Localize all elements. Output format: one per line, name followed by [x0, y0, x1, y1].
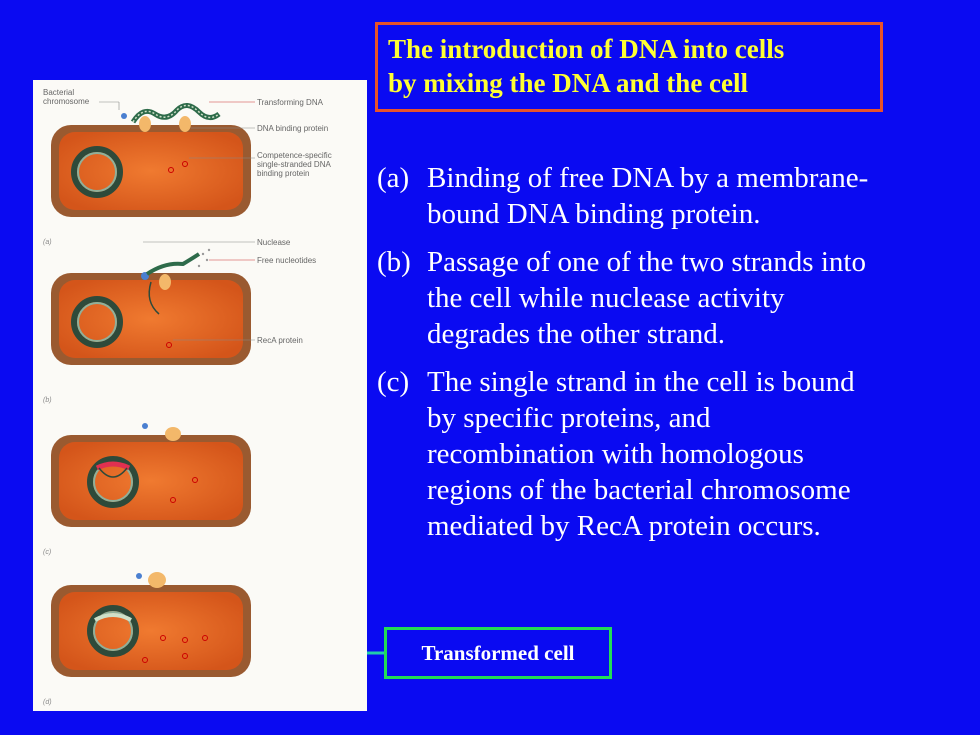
protein-c	[165, 427, 181, 441]
point-c-line-2: by specific proteins, and	[427, 402, 711, 434]
label-competence-2: single-stranded DNA	[257, 160, 331, 169]
bacterial-marker-d	[136, 573, 142, 579]
cell-c	[59, 442, 243, 520]
point-a: (a) Binding of free DNA by a membrane- b…	[377, 160, 937, 232]
chromosome-a-inner	[77, 152, 117, 192]
label-competence-1: Competence-specific	[257, 151, 332, 160]
cell-a	[59, 132, 243, 210]
label-free-nucleotides: Free nucleotides	[257, 256, 316, 265]
point-b-line-1: Passage of one of the two strands into	[427, 246, 866, 278]
title-line-1: The introduction of DNA into cells	[388, 34, 785, 64]
point-c: (c) The single strand in the cell is bou…	[377, 364, 937, 544]
point-c-line-5: mediated by RecA protein occurs.	[427, 510, 821, 542]
panel-d: (d)	[43, 572, 251, 706]
label-bacterial-1: Bacterial	[43, 88, 74, 97]
point-b-line-2: the cell while nuclease activity	[427, 282, 785, 314]
panel-label-c: (c)	[43, 549, 51, 556]
point-a-line-2: bound DNA binding protein.	[427, 198, 761, 230]
label-reca-protein: RecA protein	[257, 336, 303, 345]
point-c-line-4: regions of the bacterial chromosome	[427, 474, 851, 506]
point-c-label: (c)	[377, 366, 410, 398]
description-points: (a) Binding of free DNA by a membrane- b…	[377, 160, 937, 556]
chromosome-c	[87, 456, 139, 508]
point-a-line-1: Binding of free DNA by a membrane-	[427, 162, 869, 194]
nuclease-b	[159, 274, 171, 290]
chromosome-d	[87, 605, 139, 657]
point-c-line-3: recombination with homologous	[427, 438, 804, 470]
transformed-cell-box: Transformed cell	[384, 627, 612, 679]
label-nuclease: Nuclease	[257, 238, 291, 247]
protein-dot-a2	[168, 167, 174, 173]
label-transforming-dna: Transforming DNA	[257, 98, 324, 107]
panel-label-a: (a)	[43, 239, 52, 246]
chromosome-a	[71, 146, 123, 198]
chromosome-b-inner	[77, 302, 117, 342]
label-dna-binding-protein: DNA binding protein	[257, 124, 328, 133]
chromosome-b	[71, 296, 123, 348]
figure-svg: Bacterial chromosome Transforming DNA DN…	[43, 88, 332, 706]
incoming-dna-b	[145, 252, 201, 276]
title-line-2: by mixing the DNA and the cell	[388, 68, 749, 98]
point-b: (b) Passage of one of the two strands in…	[377, 244, 937, 352]
recombination-strand-c	[98, 467, 128, 478]
panel-a: Bacterial chromosome Transforming DNA DN…	[43, 88, 332, 246]
reca-dot-b	[166, 342, 172, 348]
bacterial-marker-c	[142, 423, 148, 429]
cell-b	[59, 280, 243, 358]
protein-dot-a1	[182, 161, 188, 167]
transformed-cell-label: Transformed cell	[421, 640, 575, 665]
protein-d	[148, 572, 166, 588]
chromosome-d-inner	[93, 611, 133, 651]
panel-label-b: (b)	[43, 397, 52, 404]
cell-d	[59, 592, 243, 670]
point-b-line-3: degrades the other strand.	[427, 318, 725, 350]
panel-c: (c)	[43, 423, 251, 556]
binding-protein-a2	[179, 116, 191, 132]
title-box: The introduction of DNA into cells by mi…	[375, 22, 883, 112]
integrated-dna-d	[94, 613, 132, 622]
transformation-figure: Bacterial chromosome Transforming DNA DN…	[33, 80, 367, 711]
label-competence-3: binding protein	[257, 169, 309, 178]
transforming-dna-a	[130, 103, 221, 124]
point-a-label: (a)	[377, 162, 410, 194]
binding-protein-a1	[139, 116, 151, 132]
recombination-site-c	[95, 461, 131, 471]
panel-label-d: (d)	[43, 699, 52, 706]
point-b-label: (b)	[377, 246, 411, 278]
bacterial-marker-a	[121, 113, 127, 119]
panel-b: Nuclease Free nucleotides RecA protein (…	[43, 238, 316, 404]
label-bacterial-2: chromosome	[43, 97, 90, 106]
single-strand-b	[148, 281, 160, 315]
point-c-line-1: The single strand in the cell is bound	[427, 366, 855, 398]
